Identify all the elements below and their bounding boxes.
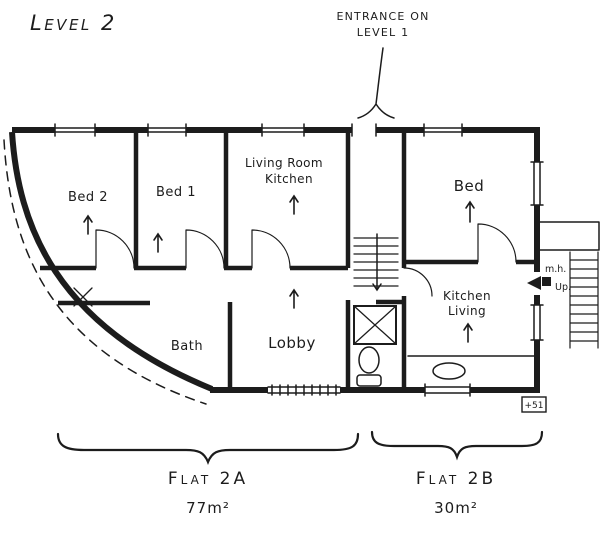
shower-tray xyxy=(353,305,397,345)
door-swing-flat2b-entry xyxy=(403,267,433,297)
flat2a-name: Flat 2A xyxy=(168,469,248,489)
room-arrow-bed2 xyxy=(83,214,93,235)
room-label-bed: Bed xyxy=(454,177,485,195)
bath-cross-mark xyxy=(73,287,93,307)
flat2a-area: 77m² xyxy=(186,499,230,517)
room-arrow-living xyxy=(289,194,299,215)
window xyxy=(423,123,463,137)
window xyxy=(530,161,544,206)
elevation-marker-box xyxy=(521,396,547,413)
brace-flat2b xyxy=(370,430,544,461)
room-arrow-bed2b xyxy=(465,200,475,223)
window xyxy=(54,123,96,137)
thin-linework xyxy=(3,47,600,465)
internal-stair-arrow xyxy=(372,233,382,292)
door-swing-living xyxy=(251,229,291,269)
interior-walls xyxy=(40,130,537,390)
door-swing-bed2 xyxy=(95,229,135,269)
room-label-kitchen-line2: Living xyxy=(448,304,486,318)
window xyxy=(424,383,471,397)
external-stair-treads xyxy=(569,251,599,349)
door-swing-bed2b xyxy=(477,223,517,263)
plan-title: Level 2 xyxy=(30,11,117,35)
room-arrow-kitchen xyxy=(463,322,473,343)
elevation-marker-text: +51 xyxy=(525,401,544,411)
curved-wall xyxy=(9,131,214,392)
room-arrow-lobby xyxy=(289,288,299,309)
entrance-leader-line xyxy=(357,47,395,119)
entrance-annotation-line1: ENTRANCE ON xyxy=(336,10,429,23)
room-label-living-line1: Living Room xyxy=(245,156,323,170)
external-landing xyxy=(539,221,600,251)
room-label-lobby: Lobby xyxy=(268,334,316,352)
door-swing-bed1 xyxy=(185,229,225,269)
internal-stair-treads xyxy=(353,237,399,287)
label-up: Up. xyxy=(555,282,571,293)
room-arrow-bed1 xyxy=(153,232,163,253)
toilet-bowl xyxy=(358,346,380,374)
room-label-bed2: Bed 2 xyxy=(68,190,108,205)
entry-direction-arrow xyxy=(527,276,541,290)
entrance-opening xyxy=(351,123,377,137)
mh-box xyxy=(542,277,551,286)
toilet-tank xyxy=(356,374,382,387)
flat2b-name: Flat 2B xyxy=(416,469,496,489)
threshold-hatch xyxy=(267,384,341,396)
kitchen-sink xyxy=(432,362,466,380)
window xyxy=(261,123,305,137)
label-mh: m.h. xyxy=(545,264,566,275)
room-label-living-line2: Kitchen xyxy=(265,172,313,186)
window xyxy=(147,123,187,137)
room-label-kitchen-line1: Kitchen xyxy=(443,289,491,303)
exterior-walls xyxy=(9,127,540,393)
window xyxy=(530,304,544,341)
room-label-bed1: Bed 1 xyxy=(156,185,196,200)
dashed-overhang-line xyxy=(3,139,207,405)
flat2b-area: 30m² xyxy=(434,499,478,517)
shower-cross xyxy=(353,305,397,345)
room-label-bath: Bath xyxy=(171,339,203,354)
entrance-annotation-line2: LEVEL 1 xyxy=(357,26,410,39)
brace-flat2a xyxy=(56,432,360,465)
